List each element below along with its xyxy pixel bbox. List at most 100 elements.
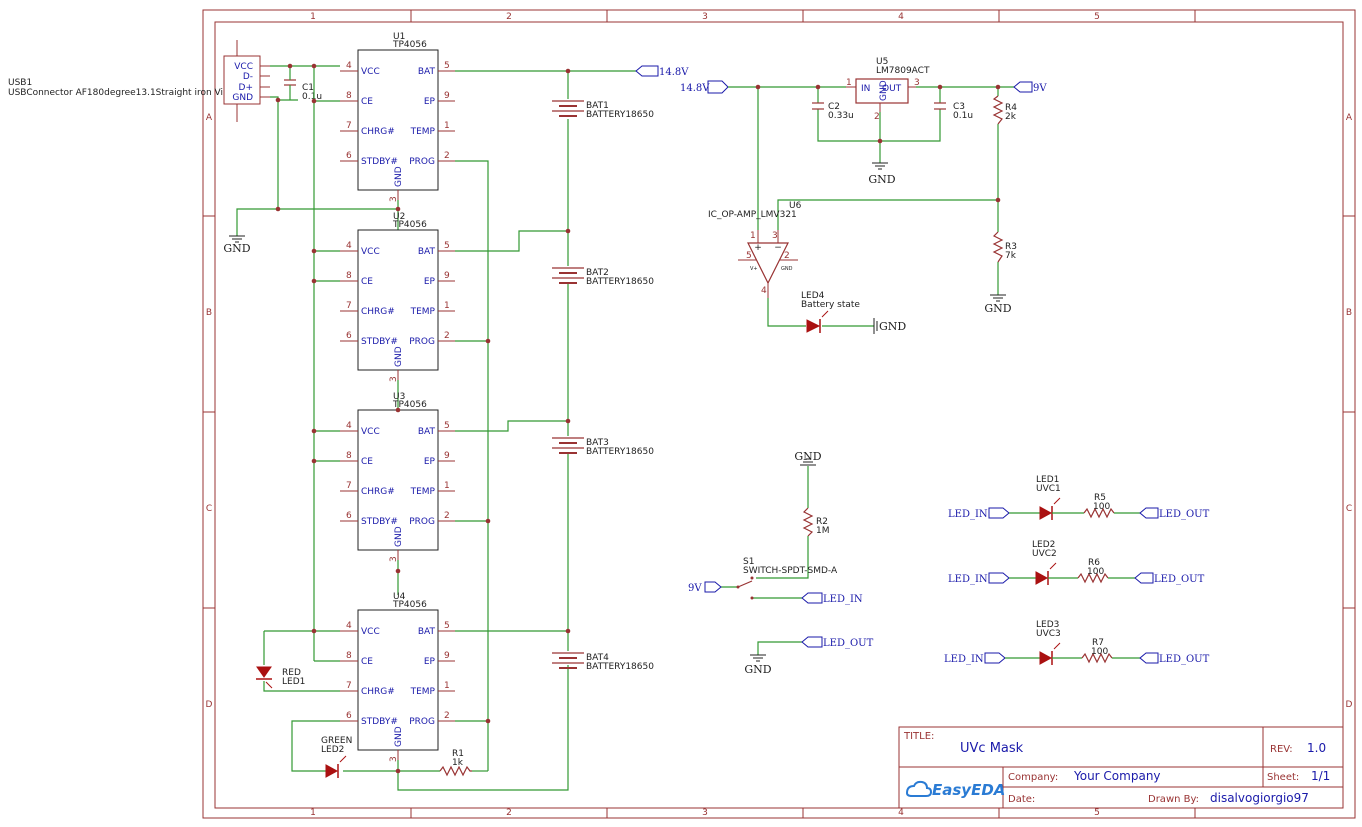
pin-num-left: 8 [346, 451, 352, 461]
gnd-symbol-switch: GND [744, 654, 772, 676]
resistor-r1[interactable]: R1 1k [439, 749, 472, 777]
usb-pin-dplus: D+ [239, 83, 253, 93]
usb-value: USBConnector AF180degree13.1Straight iro… [8, 88, 237, 98]
tp4056-1[interactable]: U1TP40564VCC5BAT8CE9EP7CHRG#1TEMP6STDBY#… [340, 32, 455, 202]
chip-ref: U3 [393, 392, 405, 402]
opamp-u6[interactable]: U6 IC_OP-AMP_LMV321 + − 1 3 5 2 4 V+ GND [708, 201, 802, 298]
battery-value: BATTERY18650 [586, 110, 654, 120]
net-led-out: LED_OUT [1159, 654, 1210, 665]
tp4056-3[interactable]: U3TP40564VCC5BAT8CE9EP7CHRG#1TEMP6STDBY#… [340, 392, 455, 562]
u5-pin-gnd: GND [879, 80, 889, 101]
net-led-in: LED_IN [948, 574, 988, 585]
net-flag-led-out-switch: LED_OUT [801, 636, 874, 649]
grid-row-b-right: B [1346, 308, 1352, 318]
grid-row-c-left: C [206, 504, 212, 514]
date-label: Date: [1008, 794, 1035, 805]
uv-resistor-ref: R6 [1088, 558, 1100, 568]
pin-num-left: 4 [346, 621, 352, 631]
pin-num-right: 2 [444, 511, 450, 521]
junction-dot [311, 98, 317, 104]
pin-name-left: STDBY# [361, 157, 398, 167]
u6-value: IC_OP-AMP_LMV321 [708, 210, 797, 220]
pin-num-right: 2 [444, 711, 450, 721]
pin-num-left: 7 [346, 481, 352, 491]
grid-row-a-left: A [206, 113, 213, 123]
usb-connector[interactable]: USB1 USBConnector AF180degree13.1Straigh… [8, 40, 270, 122]
u5-pin-num-3: 3 [914, 78, 920, 88]
net-led-out-switch: LED_OUT [823, 638, 874, 649]
pin-name-left: VCC [361, 247, 380, 257]
pin-num-right: 2 [444, 151, 450, 161]
uv-led-value: UVC1 [1036, 484, 1061, 494]
capacitor-c3[interactable]: C3 0.1u [934, 102, 973, 121]
net-led-in: LED_IN [944, 654, 984, 665]
u5-pin-in: IN [861, 84, 870, 94]
junction-dot [287, 63, 293, 69]
r1-ref: R1 [452, 749, 464, 759]
tp4056-4[interactable]: U4TP40564VCC5BAT8CE9EP7CHRG#1TEMP6STDBY#… [340, 592, 455, 762]
uv-resistor-symbol [1077, 572, 1109, 584]
junction-dot [877, 138, 883, 144]
chip-body [357, 229, 439, 371]
net-led-in-switch: LED_IN [823, 594, 863, 605]
net-flag-led-out [1134, 572, 1154, 584]
net-flag-led-in [984, 652, 1006, 664]
chip-value: TP4056 [392, 220, 427, 230]
led4-ref: LED4 [801, 291, 825, 301]
u6-vplus: V+ [750, 266, 758, 272]
r2-value: 1M [816, 526, 830, 536]
uv-led-symbol [1035, 571, 1049, 585]
grid-col-1-bottom: 1 [310, 808, 316, 818]
wires-switch [721, 466, 809, 655]
junction-dot [485, 338, 491, 344]
net-14v8-out: 14.8V [659, 67, 689, 78]
grid-row-a-right: A [1346, 113, 1353, 123]
r4-value: 2k [1005, 112, 1017, 122]
regulator-u5[interactable]: U5 LM7809ACT IN OUT GND 1 3 2 [846, 57, 930, 122]
c1-value: 0.1u [302, 92, 322, 102]
r4-ref: R4 [1005, 103, 1017, 113]
tp4056-2[interactable]: U2TP40564VCC5BAT8CE9EP7CHRG#1TEMP6STDBY#… [340, 212, 455, 382]
c3-ref: C3 [953, 102, 965, 112]
pin-name-right: BAT [418, 427, 436, 437]
pin-name-left: STDBY# [361, 337, 398, 347]
pin-num-right: 9 [444, 451, 450, 461]
net-flag-led-in [988, 572, 1010, 584]
resistor-r3[interactable]: R3 7k [992, 231, 1017, 263]
rev-value: 1.0 [1307, 741, 1326, 755]
resistor-r2[interactable]: R2 1M [802, 507, 830, 537]
chip-value: TP4056 [392, 400, 427, 410]
pin-name-left: CE [361, 457, 373, 467]
pin-name-right: BAT [418, 627, 436, 637]
capacitor-c2[interactable]: C2 0.33u [812, 102, 854, 121]
pin-num-gnd: 3 [389, 376, 399, 382]
led4-battery-state[interactable]: LED4 Battery state [801, 291, 860, 333]
grid-col-2-bottom: 2 [506, 808, 512, 818]
junction-dot [755, 84, 761, 90]
battery-ref: BAT4 [586, 653, 609, 663]
uv-resistor-ref: R5 [1094, 493, 1106, 503]
pin-num-right: 9 [444, 651, 450, 661]
junction-dot [311, 248, 317, 254]
pin-name-gnd: GND [394, 166, 404, 187]
resistor-r4[interactable]: R4 2k [992, 95, 1017, 125]
u6-gndpin: GND [781, 266, 793, 272]
pin-name-left: CE [361, 277, 373, 287]
led-red-status[interactable]: RED LED1 [256, 666, 305, 689]
switch-s1[interactable]: S1 SWITCH-SPDT-SMD-A [736, 557, 838, 600]
net-flag-led-in-switch: LED_IN [801, 592, 863, 605]
led-green-standby[interactable]: GREEN LED2 [321, 736, 352, 778]
pin-num-left: 4 [346, 421, 352, 431]
u5-value: LM7809ACT [876, 66, 930, 76]
gnd-symbol-r2: GND [794, 450, 822, 466]
pin-name-right: BAT [418, 67, 436, 77]
junction-dot [565, 228, 571, 234]
